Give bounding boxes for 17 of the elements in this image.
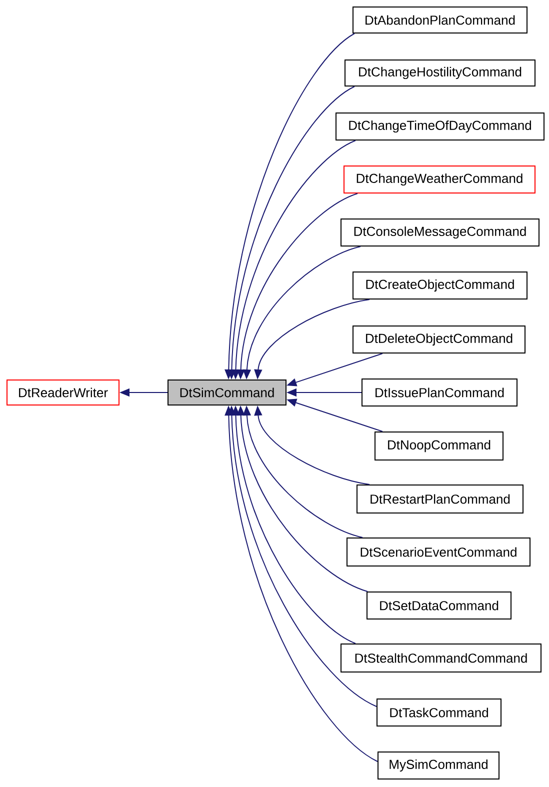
class-box: DtSimCommand [168,380,286,406]
class-box: DtChangeWeatherCommand [344,166,536,194]
class-box: DtCreateObjectCommand [352,272,528,300]
class-box: DtRestartPlanCommand [356,484,524,514]
class-box: DtConsoleMessageCommand [340,218,540,246]
class-box: DtStealthCommandCommand [340,644,542,672]
class-box: MySimCommand [378,752,500,780]
class-box: DtChangeHostilityCommand [344,60,536,86]
class-box: DtSetDataCommand [366,592,512,620]
class-box: DtIssuePlanCommand [362,378,518,406]
class-box: DtChangeTimeOfDayCommand [336,112,544,140]
class-box: DtScenarioEventCommand [346,538,530,566]
class-box: DtAbandonPlanCommand [352,6,528,34]
class-box: DtNoopCommand [374,432,504,460]
class-box: DtTaskCommand [376,698,502,726]
class-box: DtReaderWriter [6,380,120,406]
class-box: DtDeleteObjectCommand [352,326,526,354]
